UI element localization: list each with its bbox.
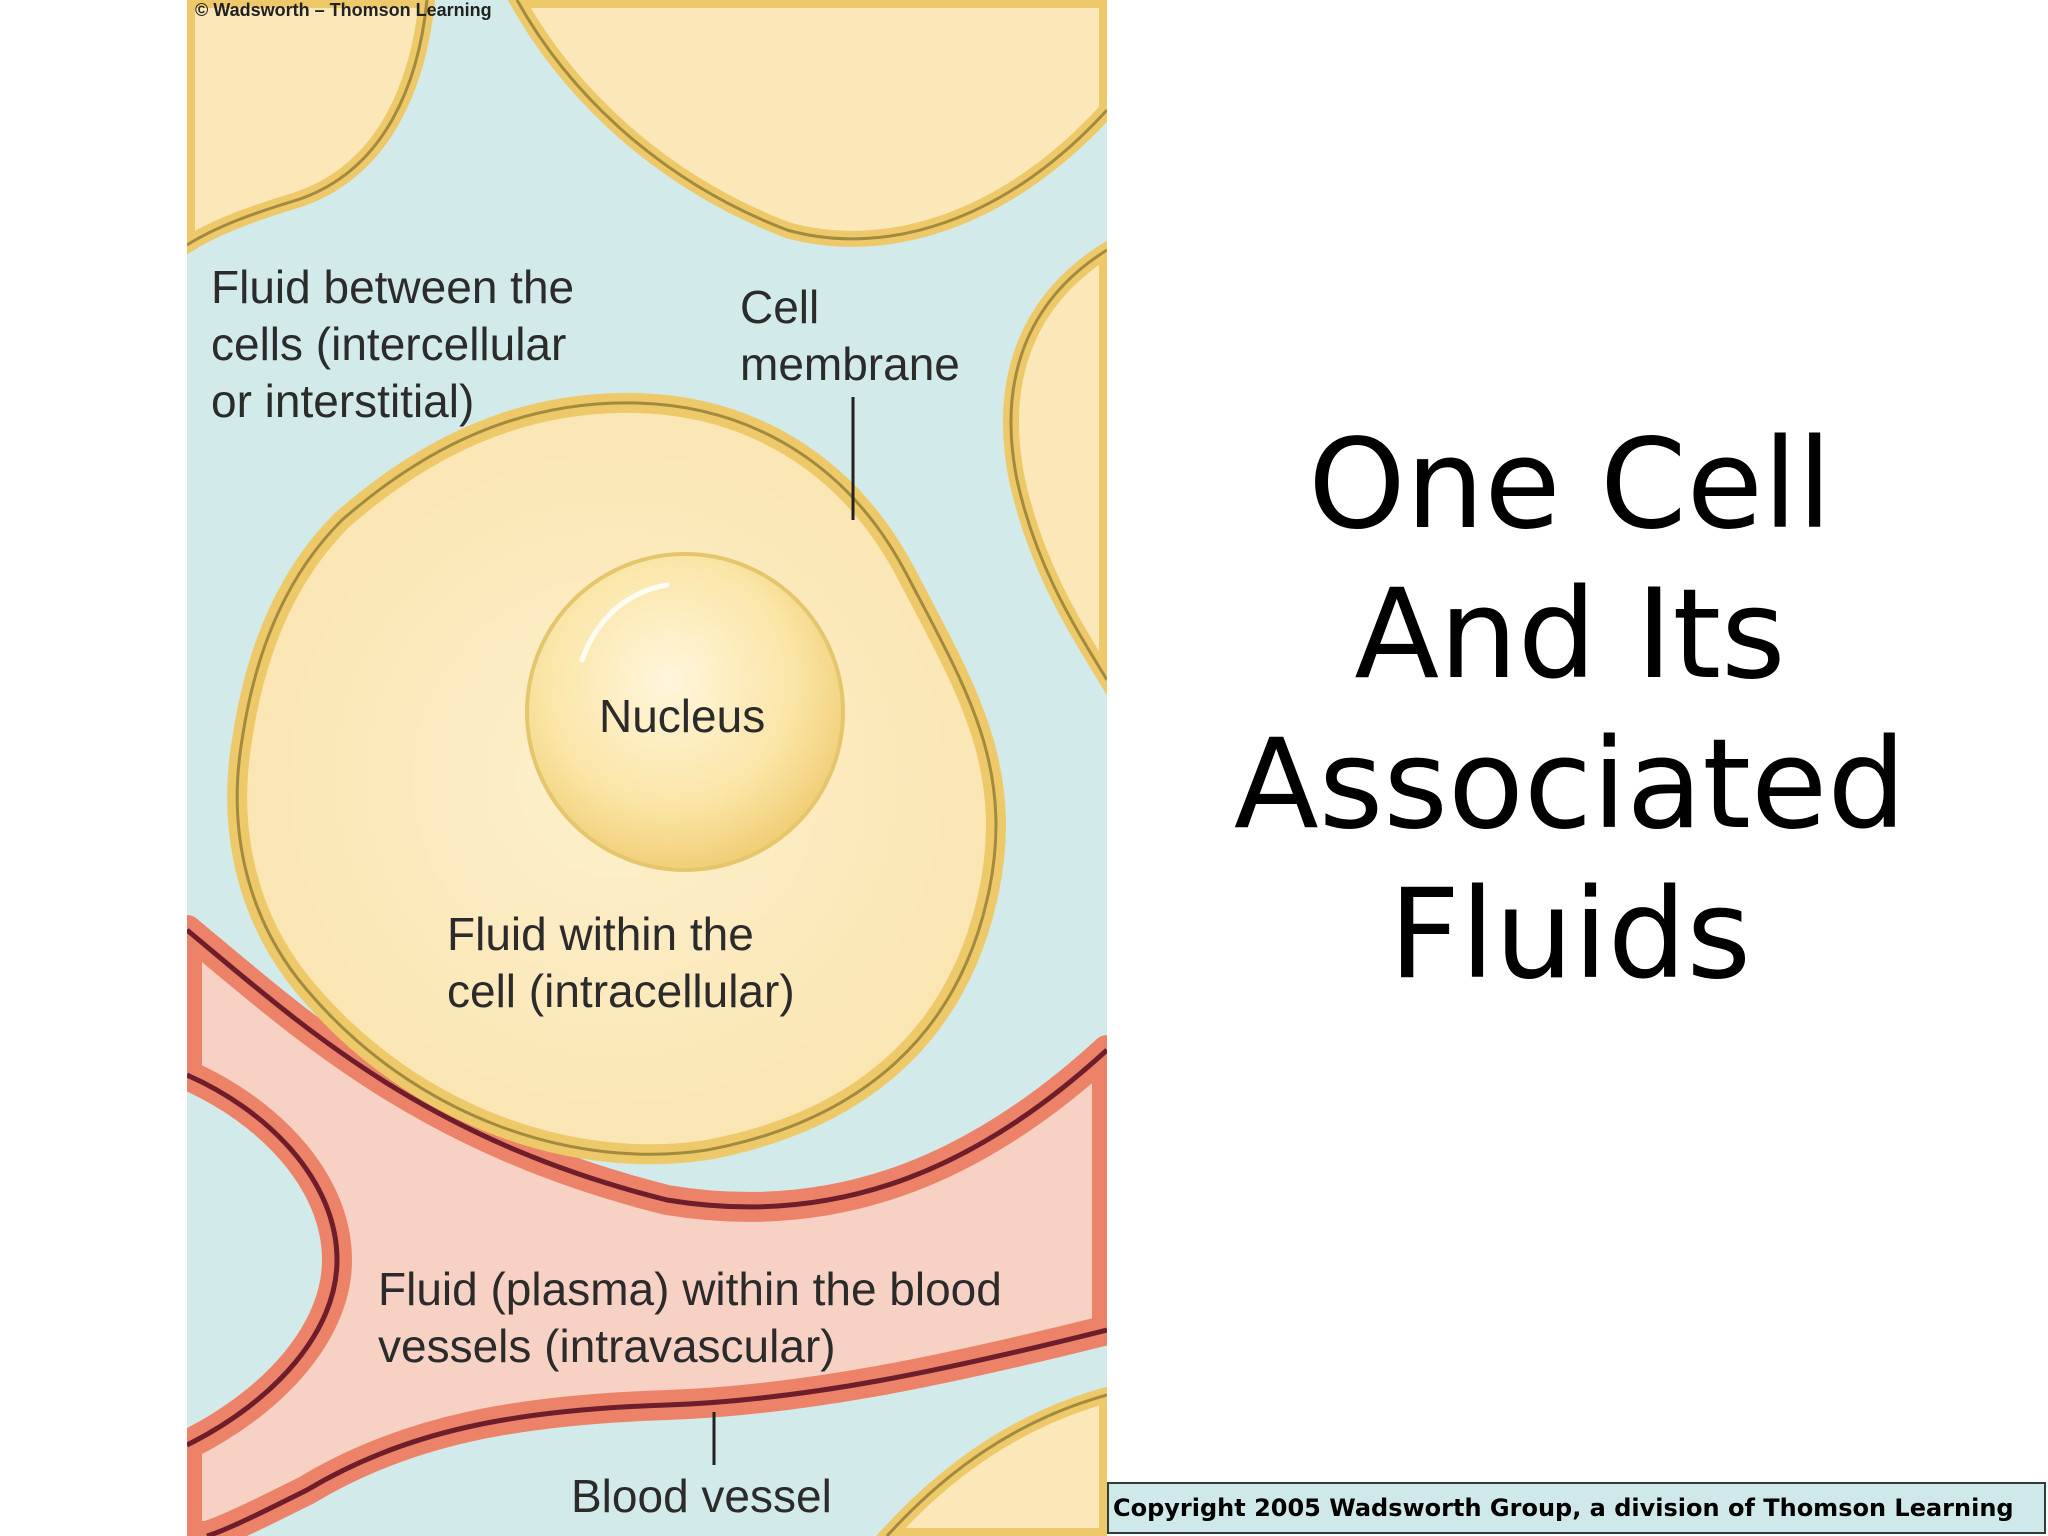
copyright-footer: Copyright 2005 Wadsworth Group, a divisi…: [1107, 1482, 2046, 1534]
slide-title: One Cell And Its Associated Fluids: [1150, 410, 1990, 1010]
cell-fluid-diagram: © Wadsworth – Thomson Learning Fluid bet…: [187, 0, 1107, 1536]
intracellular-label-line2: cell (intracellular): [447, 965, 795, 1017]
interstitial-label-line3: or interstitial): [211, 375, 474, 427]
figure-credit: © Wadsworth – Thomson Learning: [195, 0, 492, 20]
title-line-2: And Its: [1354, 563, 1786, 707]
title-line-3: Associated: [1233, 713, 1907, 857]
interstitial-label-line1: Fluid between the: [211, 261, 574, 313]
nucleus: [525, 552, 845, 872]
plasma-label-line1: Fluid (plasma) within the blood: [378, 1263, 1002, 1315]
intracellular-label-line1: Fluid within the: [447, 908, 754, 960]
title-line-4: Fluids: [1388, 863, 1752, 1007]
interstitial-label-line2: cells (intercellular: [211, 318, 566, 370]
vessel-label: Blood vessel: [571, 1470, 832, 1522]
membrane-label-line1: Cell: [740, 281, 819, 333]
membrane-label-line2: membrane: [740, 338, 960, 390]
plasma-label-line2: vessels (intravascular): [378, 1320, 836, 1372]
nucleus-label: Nucleus: [599, 690, 765, 742]
title-line-1: One Cell: [1308, 413, 1832, 557]
